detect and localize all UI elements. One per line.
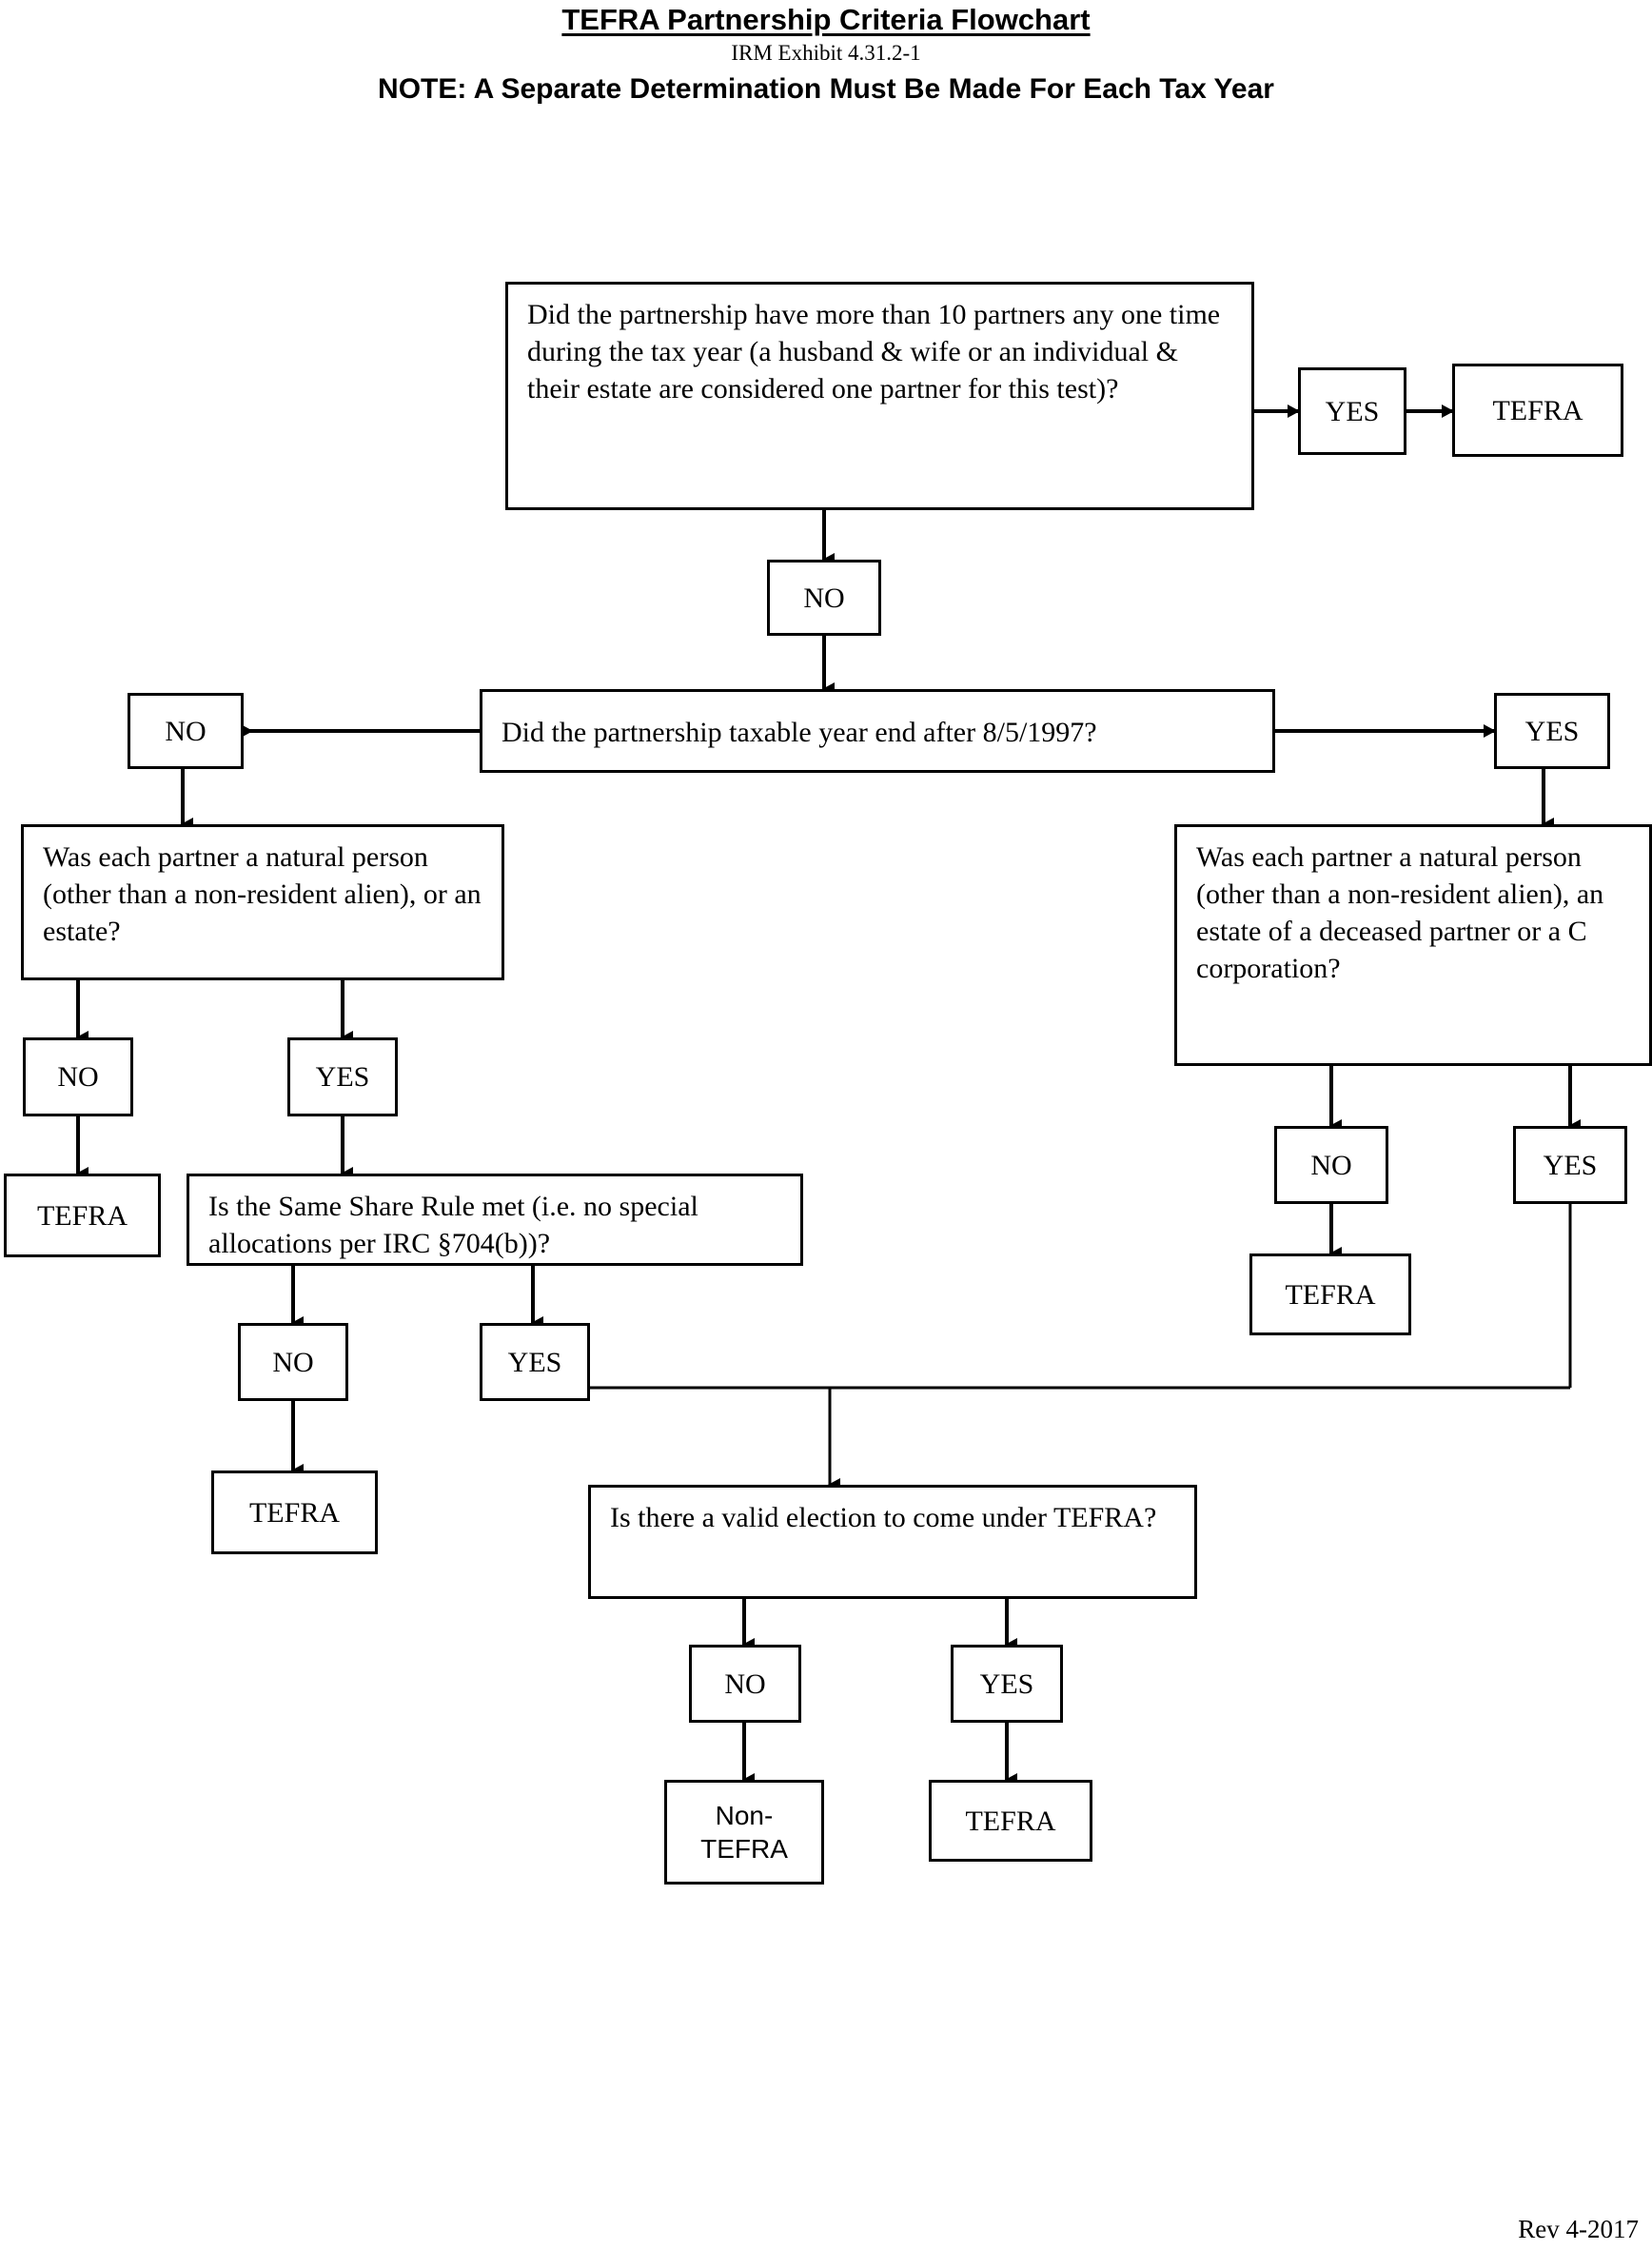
node-q2-answer-yes[interactable]: YES	[1494, 693, 1610, 769]
node-q3-right-no-tefra[interactable]: TEFRA	[1249, 1253, 1411, 1335]
node-q3-right-natural-person[interactable]: Was each partner a natural person (other…	[1174, 824, 1652, 1066]
node-q4-text: Is the Same Share Rule met (i.e. no spec…	[208, 1191, 698, 1259]
node-q1-answer-no[interactable]: NO	[767, 560, 881, 636]
node-q4-no-tefra-text: TEFRA	[248, 1496, 340, 1529]
node-q3-right-answer-yes-text: YES	[1543, 1149, 1598, 1181]
node-q5-answer-no[interactable]: NO	[689, 1645, 801, 1723]
node-q1-answer-yes-text: YES	[1325, 395, 1380, 427]
node-q1-text: Did the partnership have more than 10 pa…	[527, 299, 1221, 405]
node-q5-answer-no-text: NO	[724, 1668, 766, 1700]
node-q3-right-answer-no[interactable]: NO	[1274, 1126, 1388, 1204]
revision-label: Rev 4-2017	[1518, 2215, 1639, 2243]
node-q3-right-answer-no-text: NO	[1310, 1149, 1352, 1181]
node-q3-left-natural-person[interactable]: Was each partner a natural person (other…	[21, 824, 504, 980]
node-q4-answer-yes[interactable]: YES	[480, 1323, 590, 1401]
node-q5-yes-tefra[interactable]: TEFRA	[929, 1780, 1092, 1862]
node-q2-answer-no-text: NO	[165, 715, 206, 747]
node-q2-answer-yes-text: YES	[1524, 715, 1580, 747]
node-q3-left-text: Was each partner a natural person (other…	[43, 841, 482, 947]
node-q5-text: Is there a valid election to come under …	[610, 1502, 1157, 1533]
node-q5-no-non-tefra[interactable]: Non- TEFRA	[664, 1780, 824, 1885]
page-subtitle: IRM Exhibit 4.31.2-1	[731, 41, 921, 65]
node-q5-answer-yes[interactable]: YES	[951, 1645, 1063, 1723]
node-q3-left-answer-no[interactable]: NO	[23, 1037, 133, 1116]
node-q2-taxable-year-end[interactable]: Did the partnership taxable year end aft…	[480, 689, 1275, 773]
node-q5-answer-yes-text: YES	[979, 1668, 1034, 1700]
node-q1-more-than-10-partners[interactable]: Did the partnership have more than 10 pa…	[505, 282, 1254, 510]
node-q4-answer-no[interactable]: NO	[238, 1323, 348, 1401]
node-q4-no-tefra[interactable]: TEFRA	[211, 1470, 378, 1554]
page-header: TEFRA Partnership Criteria Flowchart IRM…	[0, 0, 1652, 105]
node-q1-yes-tefra-text: TEFRA	[1492, 394, 1583, 426]
node-q1-answer-no-text: NO	[803, 582, 845, 614]
node-q2-answer-no[interactable]: NO	[128, 693, 244, 769]
node-q4-answer-yes-text: YES	[507, 1346, 562, 1378]
node-q3-left-answer-no-text: NO	[57, 1061, 99, 1093]
node-q4-same-share-rule[interactable]: Is the Same Share Rule met (i.e. no spec…	[187, 1174, 803, 1266]
node-q5-yes-tefra-text: TEFRA	[965, 1805, 1056, 1837]
node-q3-left-answer-yes-text: YES	[315, 1061, 370, 1093]
node-q5-valid-election[interactable]: Is there a valid election to come under …	[588, 1485, 1197, 1599]
node-q3-left-answer-yes[interactable]: YES	[287, 1037, 398, 1116]
node-q3-right-answer-yes[interactable]: YES	[1513, 1126, 1627, 1204]
node-q1-answer-yes[interactable]: YES	[1298, 367, 1406, 455]
node-q3-right-no-tefra-text: TEFRA	[1285, 1278, 1376, 1311]
node-q2-text: Did the partnership taxable year end aft…	[502, 716, 1097, 748]
node-q4-answer-no-text: NO	[272, 1346, 314, 1378]
node-q3-right-text: Was each partner a natural person (other…	[1196, 841, 1604, 984]
node-q1-yes-tefra[interactable]: TEFRA	[1452, 364, 1623, 457]
page-note: NOTE: A Separate Determination Must Be M…	[378, 73, 1274, 106]
node-q3-left-no-tefra[interactable]: TEFRA	[4, 1174, 161, 1257]
node-q3-left-no-tefra-text: TEFRA	[36, 1199, 128, 1232]
page-title: TEFRA Partnership Criteria Flowchart	[561, 3, 1091, 36]
node-q5-no-non-tefra-text: Non- TEFRA	[700, 1801, 788, 1864]
